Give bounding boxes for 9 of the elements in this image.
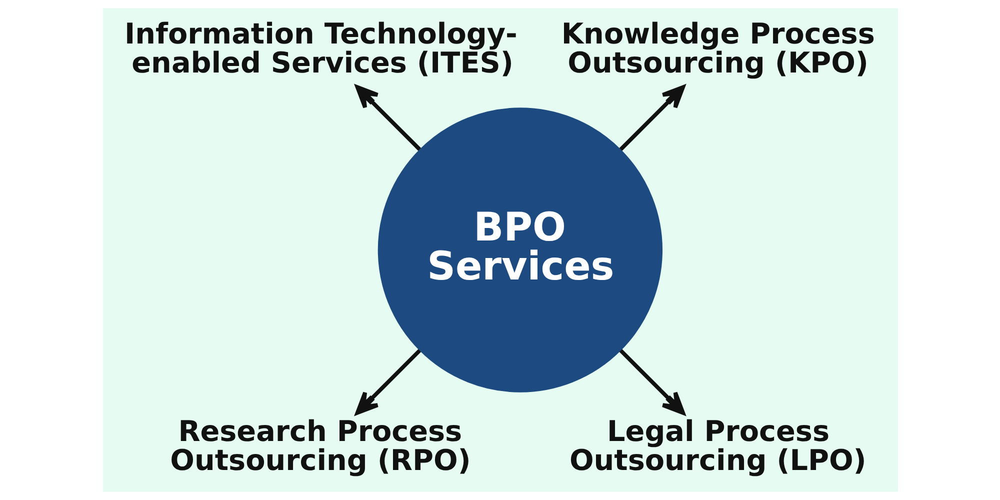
arrow [618,349,684,415]
node-text: Information Technology-enabled Services (ITES) [124,16,517,80]
node-text: Knowledge Process Outsourcing (KPO) [560,16,874,80]
arrow [354,349,421,415]
arrow [618,85,684,151]
node-text: Legal Process Outsourcing (LPO) [568,414,866,477]
node-text: Research Process Outsourcing (RPO) [170,414,470,477]
node-circle: BPO Services [377,108,662,392]
arrow [354,85,421,151]
